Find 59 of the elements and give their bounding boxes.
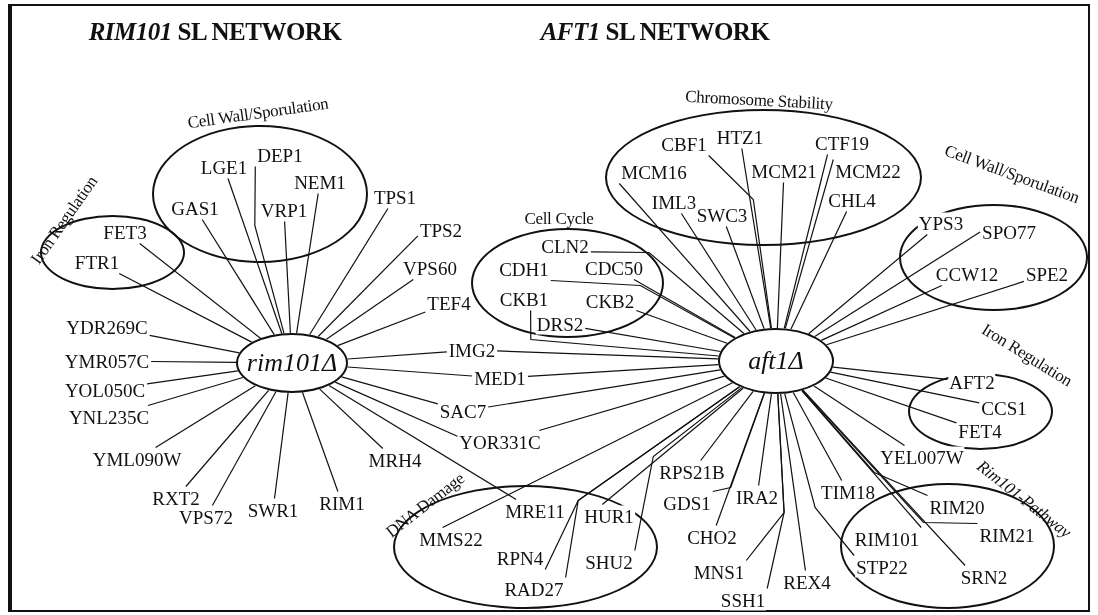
edge-line xyxy=(309,207,389,336)
edge-line xyxy=(227,177,283,335)
edge-line xyxy=(341,376,439,405)
hub-ellipse xyxy=(718,328,834,394)
edge-line xyxy=(741,147,772,329)
edge-line xyxy=(808,233,928,335)
edge-line xyxy=(715,392,765,527)
hub-label: aft1Δ xyxy=(748,348,804,374)
edge-line xyxy=(325,278,414,340)
edge-line xyxy=(813,385,906,447)
edge-line xyxy=(708,154,772,329)
edge-line xyxy=(790,210,848,330)
edge-line xyxy=(301,391,339,493)
edge-line xyxy=(496,350,719,360)
edge-line xyxy=(346,366,473,377)
edge-line xyxy=(784,393,855,557)
cluster-heading: Cell Wall/Sporulation xyxy=(186,94,330,132)
edge-line xyxy=(792,391,843,482)
network-title: RIM101 SL NETWORK xyxy=(88,18,342,46)
edge-line xyxy=(590,251,745,335)
network-title: AFT1 SL NETWORK xyxy=(540,18,770,46)
edge-line xyxy=(725,225,765,330)
edge-line xyxy=(530,309,720,357)
edge-line xyxy=(146,370,239,385)
edge-line xyxy=(155,385,256,449)
edge-line xyxy=(550,279,736,339)
edge-line xyxy=(527,364,719,377)
edge-line xyxy=(820,284,943,341)
edge-line xyxy=(150,360,237,363)
edge-line xyxy=(776,181,785,329)
edge-line xyxy=(337,311,426,347)
edge-line xyxy=(712,392,765,493)
edge-line xyxy=(346,351,448,360)
edge-line xyxy=(634,387,743,552)
edge-line xyxy=(601,387,744,506)
edge-line xyxy=(284,220,291,334)
edge-line xyxy=(780,393,806,572)
edge-line xyxy=(758,393,772,487)
edge-line xyxy=(211,391,277,507)
edge-line xyxy=(633,278,736,339)
edge-line xyxy=(328,384,517,501)
edge-line xyxy=(201,218,275,336)
edge-line xyxy=(766,393,785,590)
edge-line xyxy=(487,369,721,408)
edge-line xyxy=(334,381,458,437)
edge-line xyxy=(254,165,285,334)
hub-label: rim101Δ xyxy=(246,350,338,376)
edge-line xyxy=(149,334,240,354)
edge-line xyxy=(442,382,733,529)
cluster-heading: Chromosome Stability xyxy=(684,87,834,113)
edge-line xyxy=(635,309,728,344)
edge-line xyxy=(680,212,757,331)
edge-line xyxy=(296,192,319,334)
edge-line xyxy=(273,392,289,500)
edge-line xyxy=(118,272,253,343)
edge-line xyxy=(139,242,261,339)
hub-ellipse xyxy=(236,333,348,393)
edge-line xyxy=(814,231,981,338)
cluster-heading: Cell Cycle xyxy=(524,209,594,227)
